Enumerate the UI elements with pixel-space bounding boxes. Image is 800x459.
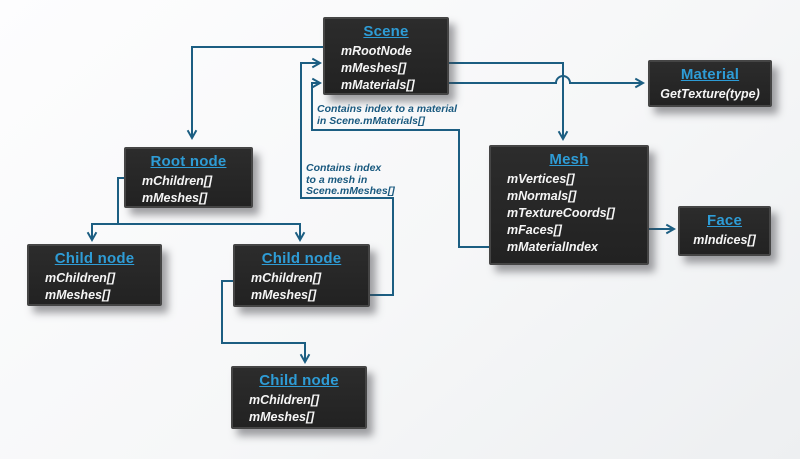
material-index-note-line2: in Scene.mMaterials[]	[317, 114, 425, 127]
material-index-note-line1: Contains index to a material	[317, 103, 458, 115]
child-node-bottom-field-mmeshes: mMeshes[]	[249, 410, 315, 424]
root-node-field-mchildren: mChildren[]	[142, 174, 213, 188]
child-node-middle-box: Child node mChildren[] mMeshes[]	[233, 244, 370, 307]
mesh-box: Mesh mVertices[] mNormals[] mTextureCoor…	[489, 145, 649, 265]
root-node-box: Root node mChildren[] mMeshes[]	[124, 147, 253, 208]
mesh-index-note-line3: Scene.mMeshes[]	[306, 185, 395, 197]
mesh-field-mfaces: mFaces[]	[507, 223, 562, 237]
material-index-note: Contains index to a material in Scene.mM…	[317, 103, 458, 127]
connector-mesh-materialindex-to-scene-materials	[311, 77, 489, 248]
child-node-left-field-mmeshes: mMeshes[]	[45, 288, 111, 302]
material-field-gettexture: GetTexture(type)	[660, 87, 760, 101]
connector-childmiddle-to-childbottom	[221, 280, 311, 364]
connector-rootnode-to-child-middle	[118, 223, 306, 242]
scene-field-mmaterials: mMaterials[]	[341, 78, 415, 92]
connector-scene-materials-to-material	[449, 75, 645, 89]
face-title: Face	[707, 212, 742, 229]
material-box: Material GetTexture(type)	[648, 60, 772, 107]
scene-field-mmeshes: mMeshes[]	[341, 61, 407, 75]
root-node-field-mmeshes: mMeshes[]	[142, 191, 208, 205]
child-node-bottom-box: Child node mChildren[] mMeshes[]	[231, 366, 367, 429]
mesh-index-note: Contains index to a mesh in Scene.mMeshe…	[306, 162, 395, 198]
mesh-field-mnormals: mNormals[]	[507, 189, 577, 203]
connector-scene-rootnode-to-rootnode	[186, 46, 323, 140]
child-node-bottom-field-mchildren: mChildren[]	[249, 393, 320, 407]
mesh-field-mtexturecoords: mTextureCoords[]	[507, 206, 615, 220]
child-node-left-box: Child node mChildren[] mMeshes[]	[27, 244, 162, 306]
scene-title: Scene	[363, 23, 409, 40]
child-node-middle-title: Child node	[261, 250, 342, 267]
mesh-title: Mesh	[549, 151, 589, 168]
face-field-mindices: mIndices[]	[693, 233, 756, 247]
connector-rootnode-children-stem	[117, 177, 124, 224]
child-node-bottom-title: Child node	[259, 372, 339, 389]
child-node-middle-field-mchildren: mChildren[]	[251, 271, 322, 285]
scene-field-mrootnode: mRootNode	[341, 44, 412, 58]
face-box: Face mIndices[]	[678, 206, 771, 256]
connector-childmiddle-meshes-to-scene-meshes	[300, 57, 394, 296]
mesh-index-note-line1: Contains index	[306, 162, 382, 174]
connector-scene-meshes-to-mesh	[449, 62, 569, 141]
mesh-index-note-line2: to a mesh in	[306, 173, 368, 186]
mesh-field-mmaterialindex: mMaterialIndex	[507, 240, 599, 254]
mesh-field-mvertices: mVertices[]	[507, 172, 575, 186]
material-title: Material	[680, 66, 740, 83]
scene-box: Scene mRootNode mMeshes[] mMaterials[]	[323, 17, 449, 95]
root-node-title: Root node	[150, 153, 227, 170]
child-node-middle-field-mmeshes: mMeshes[]	[251, 288, 317, 302]
child-node-left-field-mchildren: mChildren[]	[45, 271, 116, 285]
connector-rootnode-to-child-left	[86, 223, 118, 242]
child-node-left-title: Child node	[54, 250, 135, 267]
